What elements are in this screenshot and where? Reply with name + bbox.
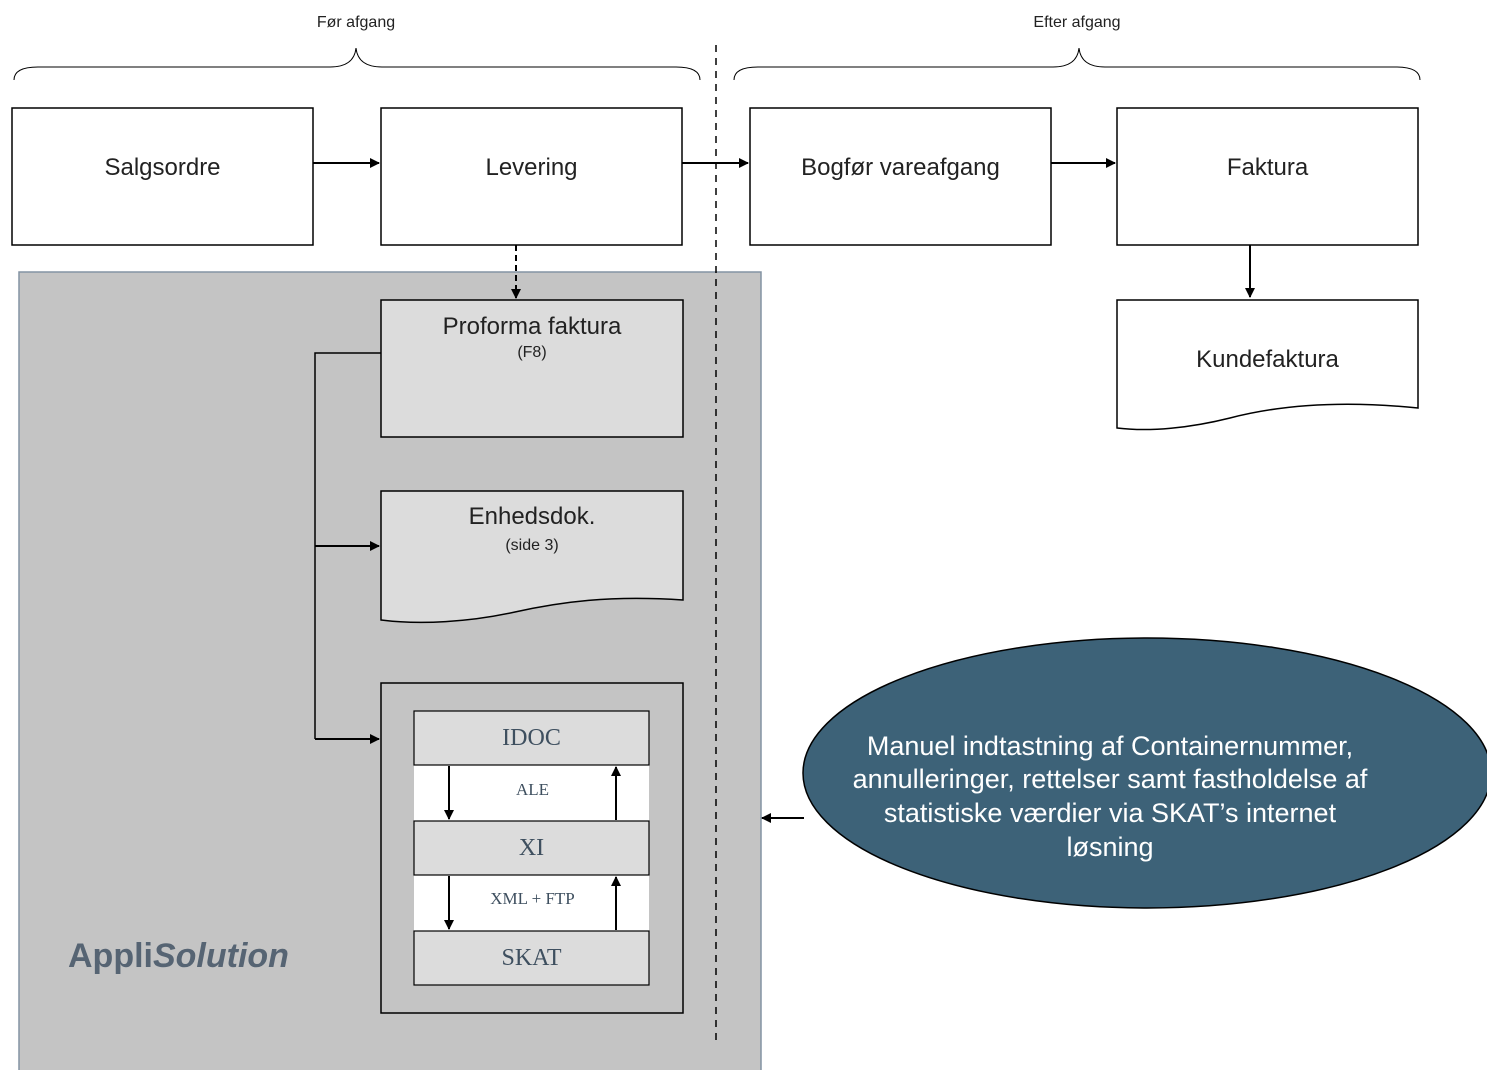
faktura-box: [1116, 107, 1419, 246]
faktura-label: Faktura: [1226, 153, 1309, 181]
applisolution-brand: AppliSolution: [68, 937, 289, 976]
after-phase-brace: [733, 47, 1421, 81]
skat-box: [413, 930, 650, 986]
manual-entry-note-ellipse: [802, 637, 1487, 909]
brand-prefix: Appli: [68, 937, 153, 975]
proforma-title: Proforma faktura: [442, 312, 622, 340]
kundefaktura-label: Kundefaktura: [1196, 345, 1339, 373]
idoc-box: [413, 710, 650, 766]
levering-box: [380, 107, 683, 246]
idoc-label: IDOC: [502, 724, 561, 751]
bogfor-label: Bogfør vareafgang: [801, 153, 1000, 181]
salgsordre-label: Salgsordre: [104, 153, 221, 181]
manual-entry-note-text: Manuel indtastning af Containernummer, a…: [852, 730, 1368, 862]
xi-label: XI: [518, 834, 545, 861]
bogfor-box: [749, 107, 1052, 246]
before-phase-label: Før afgang: [316, 14, 396, 32]
brand-suffix: Solution: [152, 937, 289, 975]
enhedsdok-document: [380, 490, 684, 624]
before-phase-brace: [13, 47, 701, 81]
levering-label: Levering: [485, 153, 578, 181]
branch-connector: [314, 352, 381, 739]
enhedsdok-sub: (side 3): [505, 537, 559, 555]
ale-label: ALE: [515, 779, 550, 799]
salgsordre-box: [11, 107, 314, 246]
proforma-box: [380, 299, 684, 438]
proforma-sub: (F8): [517, 344, 547, 362]
after-phase-label: Efter afgang: [1033, 14, 1121, 32]
kundefaktura-document: [1116, 299, 1419, 431]
xml-ftp-label: XML + FTP: [490, 888, 575, 908]
skat-label: SKAT: [501, 944, 562, 971]
xi-box: [413, 820, 650, 876]
enhedsdok-title: Enhedsdok.: [468, 502, 596, 530]
